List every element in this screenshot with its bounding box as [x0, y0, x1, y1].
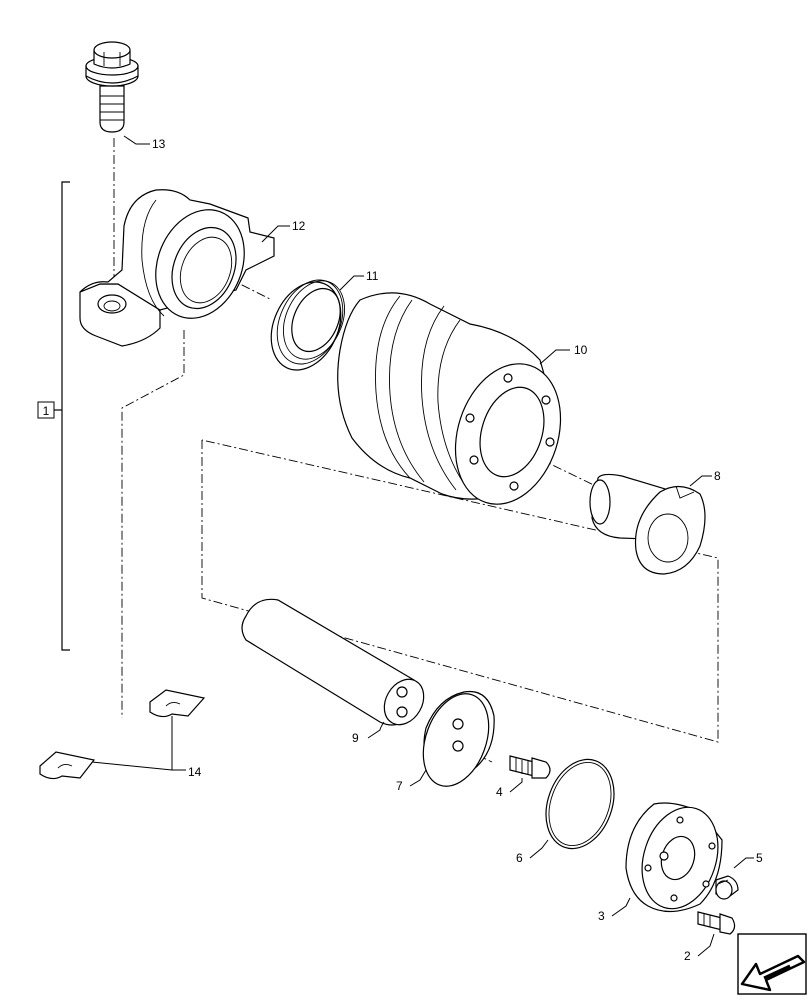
callout-10: 10 — [574, 343, 588, 357]
screw-2 — [697, 911, 736, 935]
end-cap-3 — [625, 802, 723, 913]
clip-14-lower — [39, 751, 96, 780]
callout-1-box: 1 — [37, 401, 55, 419]
o-ring-6 — [545, 758, 615, 850]
callout-6: 6 — [516, 851, 523, 865]
bushing-8 — [589, 473, 706, 575]
callout-4: 4 — [496, 785, 503, 799]
roller-10 — [337, 292, 562, 505]
bolt-13 — [85, 41, 139, 133]
callout-5: 5 — [756, 851, 763, 865]
bolt-4 — [509, 755, 551, 779]
callout-1: 1 — [43, 404, 50, 418]
next-page-arrow-icon[interactable] — [737, 933, 807, 995]
callout-12: 12 — [292, 219, 306, 233]
callout-2: 2 — [684, 949, 691, 963]
callout-8: 8 — [714, 469, 721, 483]
housing-12 — [79, 189, 275, 347]
callout-14: 14 — [188, 765, 202, 779]
callout-13: 13 — [152, 137, 166, 151]
callout-7: 7 — [396, 779, 403, 793]
clip-14-upper — [149, 689, 206, 718]
plate-7 — [422, 690, 495, 787]
shaft-9 — [241, 598, 425, 726]
callout-9: 9 — [352, 731, 359, 745]
callout-3: 3 — [598, 909, 605, 923]
seal-11 — [270, 279, 345, 371]
plug-5 — [715, 875, 739, 900]
callout-11: 11 — [366, 269, 379, 283]
leader-lines — [91, 135, 754, 957]
